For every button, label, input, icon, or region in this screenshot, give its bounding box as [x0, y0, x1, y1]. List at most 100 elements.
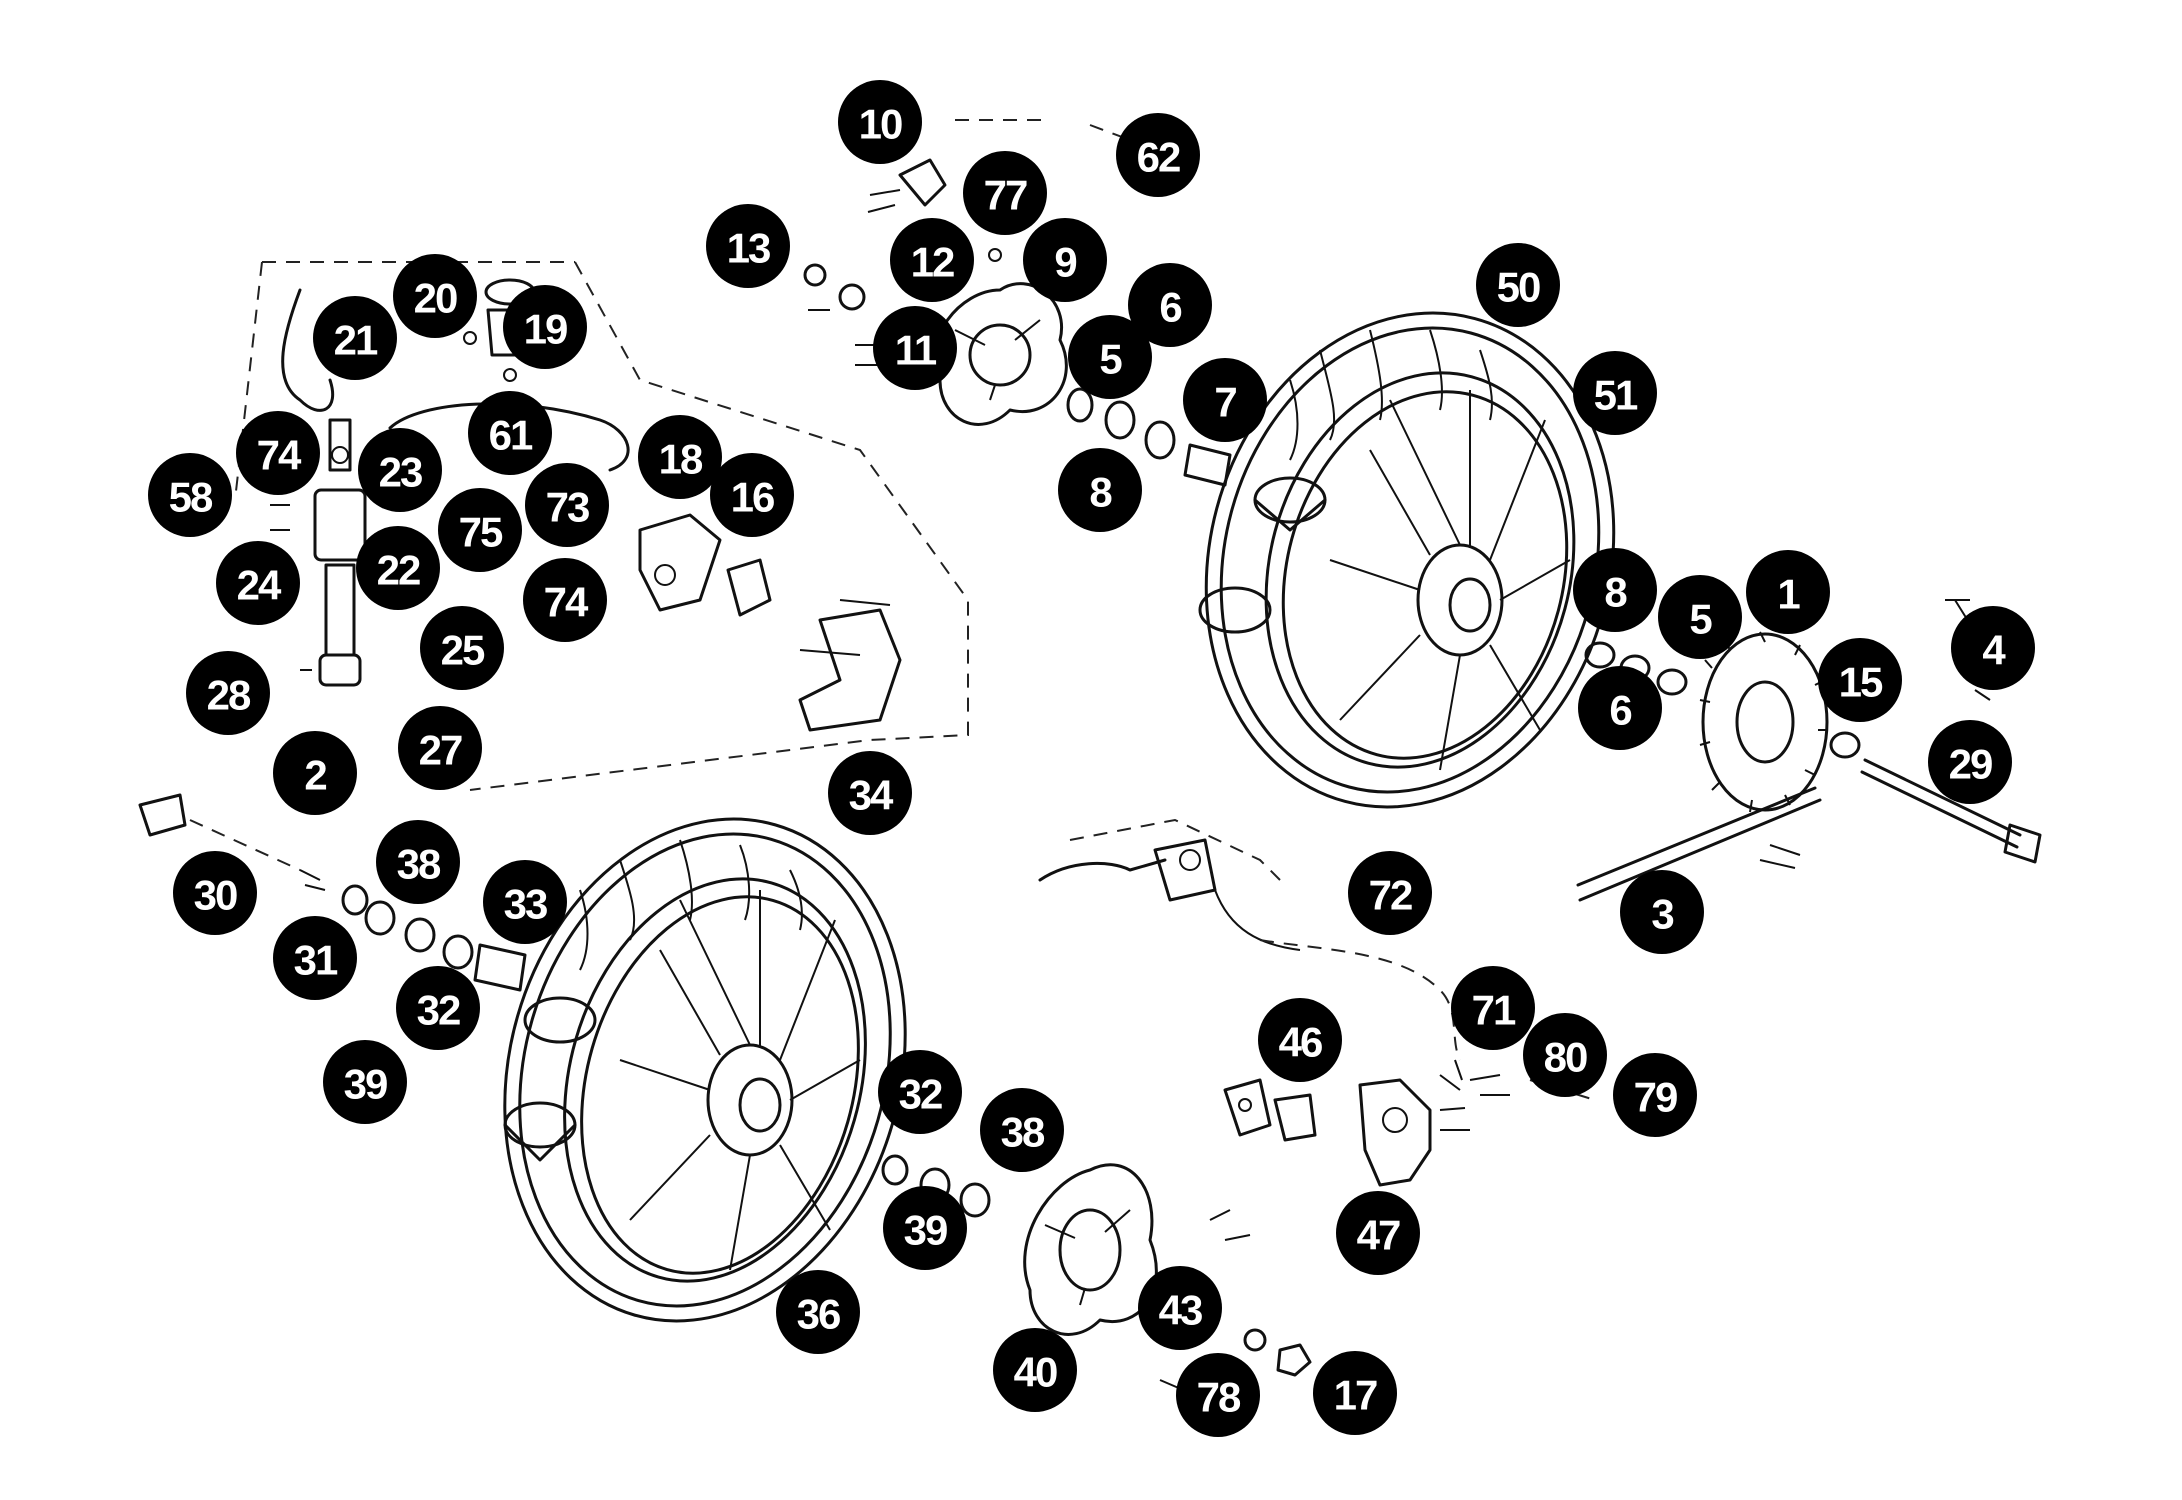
callout-circle — [236, 411, 320, 495]
callout-circle — [1348, 851, 1432, 935]
callout-circle — [1658, 575, 1742, 659]
callout-number: 74 — [257, 432, 302, 479]
callout-circle — [376, 820, 460, 904]
callout-circle — [396, 966, 480, 1050]
callout-circle — [1951, 606, 2035, 690]
callout-circle — [1573, 351, 1657, 435]
callout-number: 72 — [1369, 872, 1412, 919]
callout-badge: 40 — [993, 1328, 1077, 1412]
callout-badge: 30 — [173, 851, 257, 935]
callout-number: 46 — [1279, 1019, 1322, 1066]
callout-badge: 74 — [523, 558, 607, 642]
callout-badge: 47 — [1336, 1191, 1420, 1275]
callout-circle — [398, 706, 482, 790]
callout-number: 9 — [1054, 239, 1076, 286]
callout-circle — [216, 541, 300, 625]
callout-circle — [963, 151, 1047, 235]
callout-badge: 17 — [1313, 1351, 1397, 1435]
callout-number: 62 — [1137, 134, 1180, 181]
callout-number: 8 — [1089, 469, 1112, 516]
callout-number: 39 — [904, 1207, 947, 1254]
callout-number: 29 — [1949, 741, 1992, 788]
callout-circle — [468, 391, 552, 475]
callout-badge: 2 — [273, 731, 357, 815]
callout-badge: 5 — [1658, 575, 1742, 659]
callout-badge: 46 — [1258, 998, 1342, 1082]
callout-number: 2 — [304, 752, 326, 799]
callout-circle — [1620, 870, 1704, 954]
callout-number: 18 — [659, 436, 703, 483]
callout-badge: 7 — [1183, 358, 1267, 442]
callout-badge: 36 — [776, 1270, 860, 1354]
callout-number: 8 — [1604, 569, 1627, 616]
callout-number: 58 — [169, 474, 213, 521]
callout-badge: 28 — [186, 651, 270, 735]
callout-circle — [186, 651, 270, 735]
callout-circle — [1573, 548, 1657, 632]
callout-number: 30 — [194, 872, 237, 919]
callout-number: 5 — [1689, 596, 1712, 643]
callout-number: 10 — [859, 101, 902, 148]
callout-number: 31 — [294, 937, 338, 984]
callout-number: 77 — [984, 172, 1027, 219]
callout-badge: 8 — [1058, 448, 1142, 532]
callout-badge: 61 — [468, 391, 552, 475]
callout-number: 7 — [1214, 379, 1236, 426]
callout-badge: 43 — [1138, 1266, 1222, 1350]
callout-number: 32 — [899, 1071, 942, 1118]
front-brake-line — [1038, 818, 1463, 1091]
callout-circle — [273, 731, 357, 815]
callout-badge: 16 — [710, 453, 794, 537]
callout-badge: 20 — [393, 254, 477, 338]
callout-number: 74 — [544, 579, 589, 626]
callout-circle — [1451, 966, 1535, 1050]
callout-number: 38 — [397, 841, 441, 888]
callout-circle — [828, 751, 912, 835]
callout-number: 73 — [546, 484, 589, 531]
callout-number: 61 — [489, 412, 533, 459]
callout-number: 33 — [504, 881, 547, 928]
callout-circle — [393, 254, 477, 338]
callout-circle — [1258, 998, 1342, 1082]
callout-circle — [1138, 1266, 1222, 1350]
callout-number: 43 — [1159, 1287, 1202, 1334]
callout-circle — [1128, 263, 1212, 347]
callout-circle — [1818, 638, 1902, 722]
callout-circle — [148, 453, 232, 537]
callout-circle — [1523, 1013, 1607, 1097]
callout-number: 34 — [849, 772, 894, 819]
callout-circle — [173, 851, 257, 935]
callout-circle — [356, 526, 440, 610]
callout-badge: 6 — [1578, 666, 1662, 750]
callout-circle — [323, 1040, 407, 1124]
callout-badge: 21 — [313, 296, 397, 380]
callout-badge: 50 — [1476, 243, 1560, 327]
callout-badge: 31 — [273, 916, 357, 1000]
callout-number: 51 — [1594, 372, 1638, 419]
callout-number: 20 — [414, 275, 457, 322]
callout-number: 6 — [1609, 687, 1631, 734]
callout-badge: 58 — [148, 453, 232, 537]
callout-number: 47 — [1357, 1212, 1400, 1259]
callout-number: 80 — [1544, 1034, 1587, 1081]
callout-badge: 39 — [883, 1186, 967, 1270]
callout-circle — [873, 306, 957, 390]
callout-circle — [890, 218, 974, 302]
callout-badge: 33 — [483, 860, 567, 944]
callout-badge: 71 — [1451, 966, 1535, 1050]
callout-circle — [358, 428, 442, 512]
callout-badge: 24 — [216, 541, 300, 625]
callout-circle — [878, 1050, 962, 1134]
callout-badge: 51 — [1573, 351, 1657, 435]
callout-number: 36 — [797, 1291, 840, 1338]
callout-number: 78 — [1197, 1374, 1241, 1421]
callout-circle — [525, 463, 609, 547]
front-disc-and-bolts — [881, 1154, 1312, 1396]
callout-badge: 23 — [358, 428, 442, 512]
callout-number: 4 — [1982, 627, 2006, 674]
callout-badge: 11 — [873, 306, 957, 390]
callout-number: 5 — [1099, 336, 1122, 383]
callout-number: 23 — [379, 449, 422, 496]
